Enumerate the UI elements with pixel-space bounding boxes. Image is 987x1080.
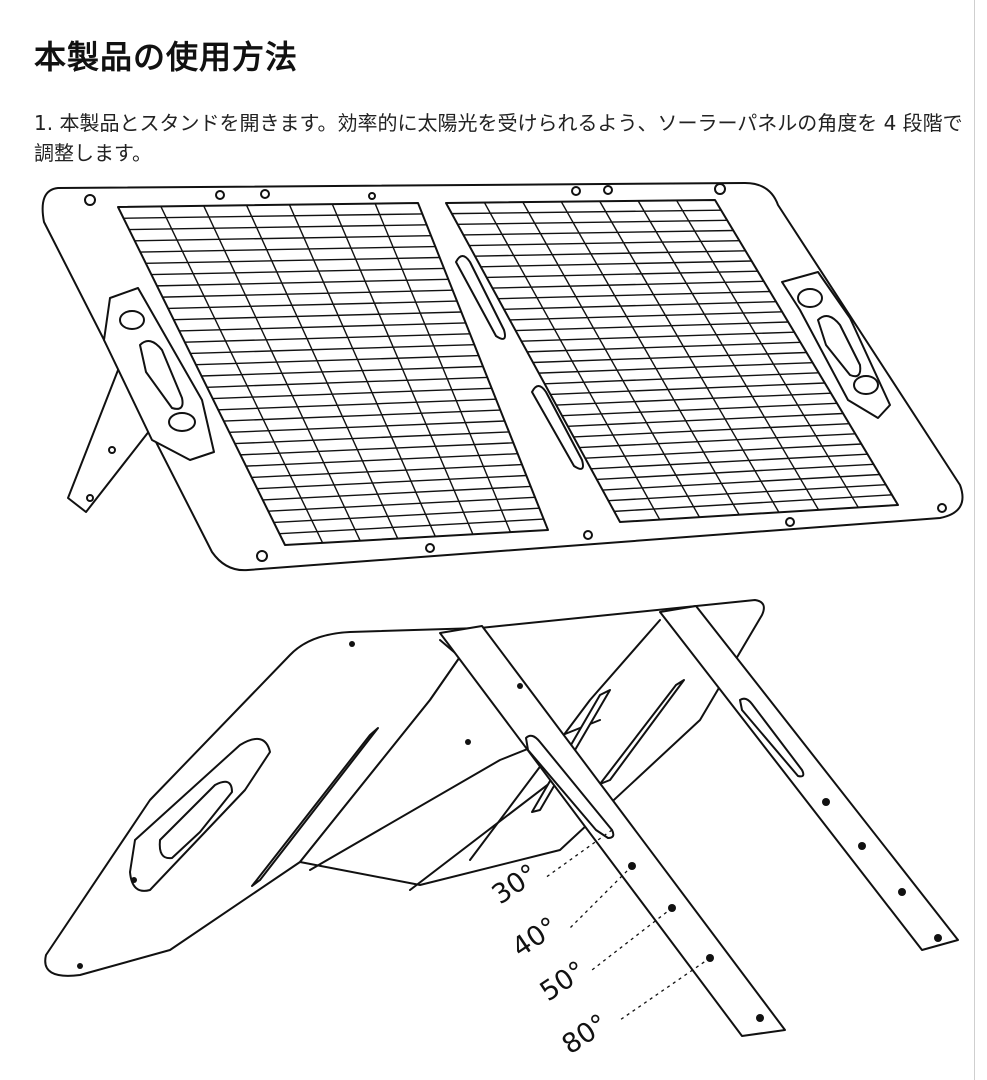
angle-label-50: 50° [535,955,592,1007]
cell-line [203,205,361,542]
cell-line [140,245,436,253]
page-title: 本製品の使用方法 [34,38,299,76]
cell-line [240,442,514,456]
cell-line [556,392,831,406]
cell-line [463,229,734,236]
cell-line [469,239,740,247]
cell-line [246,453,518,467]
panel-stand-view: 30° 40° 50° 80° [44,599,959,1061]
cell-line [521,331,795,342]
cell-line [560,201,740,516]
cell-line [195,354,479,366]
cell-line [123,213,423,219]
cell-line [273,507,540,524]
cell-line [201,365,484,377]
cell-line [637,200,820,511]
cell-line [262,485,531,501]
cell-line [532,351,807,364]
cell-line [229,420,505,434]
cell-line [218,398,497,411]
cell-line [451,209,722,215]
cell-line [234,431,510,445]
cell-line [483,202,661,520]
angle-label-80: 80° [557,1008,614,1060]
cell-line [590,453,868,470]
cell-line [374,203,512,533]
cell-line [168,300,458,310]
cell-line [160,206,324,544]
cell-line [134,235,432,242]
cell-line [608,483,886,502]
cell-line [675,200,859,508]
cell-line [561,402,838,417]
cell-line [544,372,819,385]
cell-line [179,322,466,332]
cell-line [223,409,501,422]
cell-line [550,382,825,396]
cell-line [509,311,783,321]
cell-line [129,224,427,231]
cell-line [492,280,764,289]
cell-line [173,311,462,321]
cell-line [145,256,440,265]
cell-line [515,321,789,332]
cell-line [156,278,449,287]
cell-line [498,290,770,300]
cell-line [257,474,527,490]
cell-line [212,387,492,400]
cell-line [279,518,544,535]
cell-line [184,333,471,343]
angle-label-40: 40° [507,911,564,963]
cell-line [151,267,445,276]
cell-line [207,376,488,388]
cell-line [190,344,475,355]
cell-line [251,463,523,479]
cell-line [599,200,780,513]
cell-line [538,361,813,374]
panel-front-view [41,182,964,572]
cell-line [579,433,856,449]
instruction-text: 1. 本製品とスタンドを開きます。効率的に太陽光を受けられるよう、ソーラーパネル… [34,111,963,165]
cell-line [486,270,758,279]
cell-line [480,260,752,268]
cell-line [268,496,536,512]
cell-line [503,300,777,311]
cell-line [573,422,850,438]
cell-line [331,203,474,535]
cell-line [527,341,801,353]
cell-line [585,443,862,459]
cell-line [288,204,436,537]
cell-line [522,201,701,518]
cell-line [567,412,844,427]
cell-line [602,473,880,491]
cell-line [162,289,453,298]
cell-line [614,494,892,513]
cell-line [457,219,728,225]
cell-line [596,463,874,481]
cell-line [245,204,399,539]
cell-line [474,250,746,257]
page-border [974,0,975,1080]
